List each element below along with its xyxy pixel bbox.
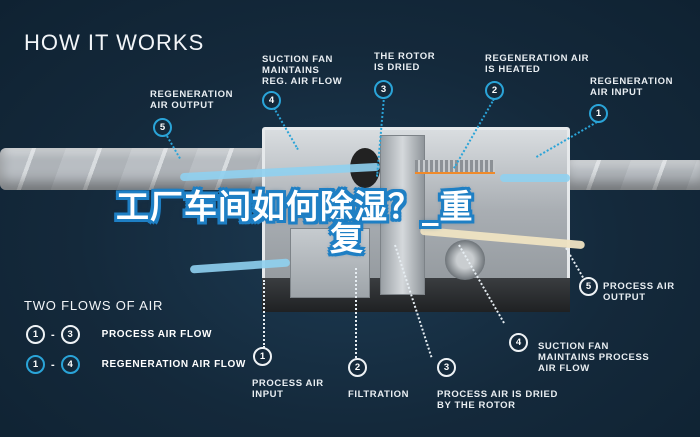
- legend-badge: 4: [60, 355, 80, 374]
- callout-process-air-input: PROCESS AIR INPUT: [252, 378, 324, 400]
- legend-title: TWO FLOWS OF AIR: [24, 298, 164, 313]
- callout-filtration: FILTRATION: [348, 389, 410, 400]
- callout-number-badge: 2: [485, 81, 504, 100]
- leader-line: [355, 268, 357, 358]
- callout-regeneration-air-heated: REGENERATION AIR IS HEATED: [485, 53, 590, 75]
- legend-label: REGENERATION AIR FLOW: [101, 359, 246, 370]
- callout-process-air-output: PROCESS AIR OUTPUT: [603, 281, 675, 303]
- callout-number-badge: 4: [509, 333, 528, 352]
- callout-number-badge: 1: [589, 104, 608, 123]
- overlay-title-line1: 工厂车间如何除湿？_重: [116, 187, 474, 226]
- regen-airflow-input-ribbon: [500, 174, 570, 182]
- legend-row-regeneration: 1 - 4 REGENERATION AIR FLOW: [26, 355, 246, 374]
- callout-suction-fan-process: SUCTION FAN MAINTAINS PROCESS AIR FLOW: [538, 341, 650, 374]
- legend-badge: 3: [60, 325, 80, 344]
- callout-rotor-dried: THE ROTOR IS DRIED: [374, 51, 436, 73]
- callout-number-badge: 1: [253, 347, 272, 366]
- legend-label: PROCESS AIR FLOW: [101, 329, 213, 340]
- overlay-title-line2: 复: [330, 219, 364, 258]
- callout-number-badge: 4: [262, 91, 281, 110]
- callout-number-badge: 2: [348, 358, 367, 377]
- legend-dash: -: [51, 328, 55, 341]
- heater-element: [415, 160, 495, 174]
- callout-number-badge: 5: [579, 277, 598, 296]
- callout-number-badge: 3: [437, 358, 456, 377]
- legend-dash: -: [51, 358, 55, 371]
- legend-badge: 1: [26, 355, 45, 374]
- process-fan: [445, 240, 485, 280]
- callout-number-badge: 5: [153, 118, 172, 137]
- legend-badge: 1: [26, 325, 45, 344]
- left-regeneration-duct: [0, 148, 270, 190]
- callout-regeneration-air-input: REGENERATION AIR INPUT: [590, 76, 674, 98]
- callout-process-air-dried: PROCESS AIR IS DRIED BY THE ROTOR: [437, 389, 558, 411]
- callout-regeneration-air-output: REGENERATION AIR OUTPUT: [150, 89, 234, 111]
- diagram-title: HOW IT WORKS: [24, 30, 205, 55]
- callout-suction-fan-reg: SUCTION FAN MAINTAINS REG. AIR FLOW: [262, 54, 343, 87]
- callout-number-badge: 3: [374, 80, 393, 99]
- leader-line: [263, 280, 265, 348]
- right-regeneration-duct: [565, 160, 700, 190]
- legend-row-process: 1 - 3 PROCESS AIR FLOW: [26, 325, 212, 344]
